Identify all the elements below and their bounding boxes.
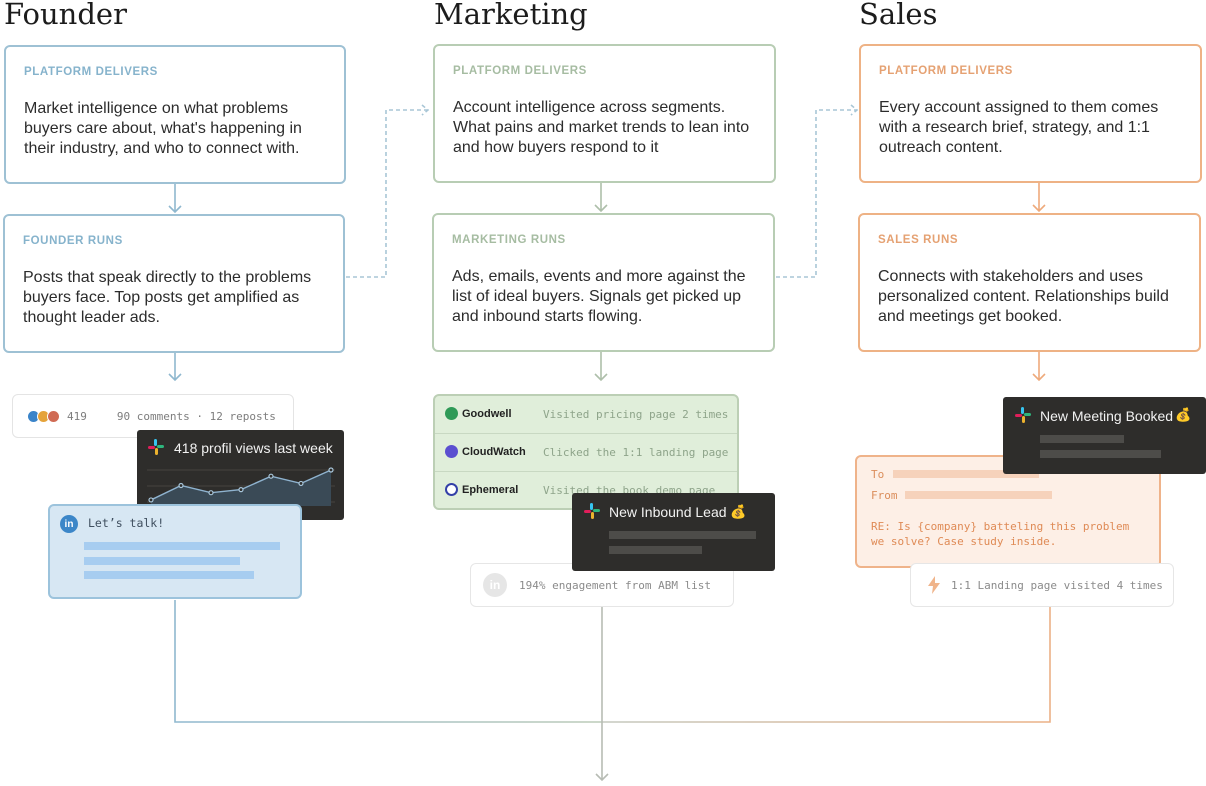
reaction-count: 419 <box>67 409 87 423</box>
profile-views-sparkline <box>147 467 335 506</box>
column-title-founder: Founder <box>4 0 127 31</box>
sparkline-point <box>178 482 184 489</box>
landing-visit-text: 1:1 Landing page visited 4 times <box>951 578 1163 592</box>
card-text: Connects with stakeholders and uses pers… <box>878 268 1169 325</box>
engagement-text: 194% engagement from ABM list <box>519 578 712 592</box>
account-activity-table: Goodwell Visited pricing page 2 times Cl… <box>433 394 739 510</box>
slack-icon <box>1015 407 1031 423</box>
placeholder-line <box>1040 435 1124 443</box>
sparkline-point <box>148 497 154 503</box>
brand-logo: Ephemeral <box>445 483 518 496</box>
sales-delivers-card: PLATFORM DELIVERS Every account assigned… <box>859 44 1202 183</box>
card-label: FOUNDER RUNS <box>23 235 123 247</box>
linkedin-icon: in <box>60 515 78 533</box>
email-to-label: To <box>871 468 885 481</box>
sparkline-area <box>151 470 331 506</box>
activity-text: Visited pricing page 2 times <box>543 408 729 421</box>
email-from-placeholder <box>905 491 1052 499</box>
card-text: Account intelligence across segments. Wh… <box>453 99 750 156</box>
goodwell-icon <box>445 407 458 420</box>
founder-runs-card: FOUNDER RUNS Posts that speak directly t… <box>3 214 345 353</box>
activity-text: Clicked the 1:1 landing page <box>543 446 729 459</box>
card-text: Posts that speak directly to the problem… <box>23 269 312 326</box>
ephemeral-icon <box>445 483 458 496</box>
card-label: PLATFORM DELIVERS <box>453 65 587 77</box>
meeting-booked-title: New Meeting Booked <box>1040 408 1174 424</box>
placeholder-line <box>609 546 702 554</box>
slack-icon <box>584 503 600 519</box>
card-label: SALES RUNS <box>878 234 959 246</box>
founder-delivers-card: PLATFORM DELIVERS Market intelligence on… <box>4 45 346 184</box>
brand-logo: CloudWatch <box>445 445 526 458</box>
brand-logo: Goodwell <box>445 407 512 420</box>
sparkline-point <box>208 490 214 496</box>
inbound-lead-title: New Inbound Lead <box>609 504 727 520</box>
reaction-icons <box>27 409 60 423</box>
placeholder-line <box>1040 450 1161 458</box>
linkedin-message: Let’s talk! <box>88 516 165 530</box>
sparkline-point <box>298 480 304 487</box>
message-placeholder-line <box>84 571 254 579</box>
card-text: Ads, emails, events and more against the… <box>452 268 746 325</box>
message-placeholder-line <box>84 542 280 550</box>
sparkline-point <box>238 487 244 493</box>
card-label: MARKETING RUNS <box>452 234 566 246</box>
money-bag-icon: 💰 <box>1175 407 1192 422</box>
column-title-sales: Sales <box>859 0 938 31</box>
email-from-label: From <box>871 489 898 502</box>
email-subject: RE: Is {company} batteling this problem … <box>871 520 1130 548</box>
slack-icon <box>148 439 164 455</box>
profile-views-text: 418 profil views last week <box>174 440 333 456</box>
card-label: PLATFORM DELIVERS <box>879 65 1013 77</box>
marketing-delivers-card: PLATFORM DELIVERS Account intelligence a… <box>433 44 776 183</box>
linkedin-message-card: in Let’s talk! <box>48 504 302 599</box>
post-meta: 90 comments · 12 reposts <box>116 409 276 423</box>
email-to-placeholder <box>893 470 1039 478</box>
money-bag-icon: 💰 <box>730 504 747 519</box>
lightning-icon <box>928 576 940 594</box>
sparkline-point <box>268 473 274 479</box>
meeting-booked-popup: New Meeting Booked 💰 <box>1003 397 1206 474</box>
sparkline-point <box>328 467 334 473</box>
inbound-lead-popup: New Inbound Lead 💰 <box>572 493 775 571</box>
marketing-runs-card: MARKETING RUNS Ads, emails, events and m… <box>432 213 775 352</box>
card-label: PLATFORM DELIVERS <box>24 66 158 78</box>
sales-runs-card: SALES RUNS Connects with stakeholders an… <box>858 213 1201 352</box>
card-text: Market intelligence on what problems buy… <box>24 100 302 157</box>
table-row: Goodwell Visited pricing page 2 times <box>435 396 737 434</box>
column-title-marketing: Marketing <box>434 0 588 31</box>
card-text: Every account assigned to them comes wit… <box>879 99 1159 156</box>
placeholder-line <box>609 531 756 539</box>
table-row: CloudWatch Clicked the 1:1 landing page <box>435 434 737 472</box>
message-placeholder-line <box>84 557 240 565</box>
landing-visit-pill: 1:1 Landing page visited 4 times <box>910 563 1174 607</box>
linkedin-icon: in <box>483 573 507 597</box>
cloudwatch-icon <box>445 445 458 458</box>
